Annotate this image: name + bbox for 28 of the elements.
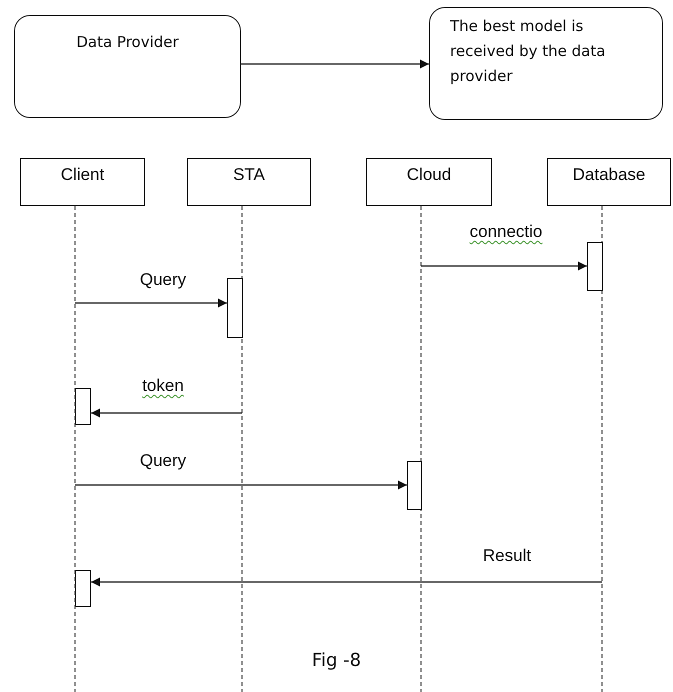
message-arrow [91,578,602,586]
participant-box [20,158,145,206]
message-arrow [75,480,407,490]
edge-label: connectio [468,222,544,242]
message-arrow [421,262,587,270]
node-label: STA [233,165,265,186]
message-arrow [91,408,242,418]
node-label: The best model is received by the data provider [450,16,606,86]
activation-bar [227,278,243,338]
message-arrow [75,298,227,308]
participant-box [366,158,492,206]
edge-label: Query [138,270,188,290]
process-box [429,7,663,120]
activation-bar [587,242,603,291]
edge-label: Query [138,451,188,471]
edge-label: token [140,376,186,396]
node-label: Database [572,165,646,186]
activation-bar [407,461,422,510]
message-arrow [241,60,429,68]
figure-caption: Fig -8 [312,650,362,671]
activation-bar [75,570,91,607]
node-label: Cloud [406,165,452,186]
node-label: Client [60,165,104,186]
node-label: Data Provider [76,32,179,53]
participant-box [187,158,311,206]
activation-bar [75,388,91,425]
process-box [14,15,241,118]
participant-box [547,158,671,206]
